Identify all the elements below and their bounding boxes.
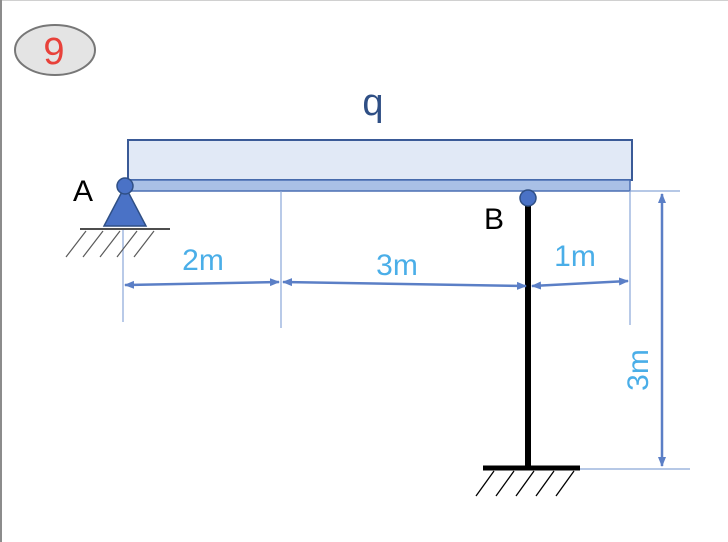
load-label-q: q bbox=[362, 82, 383, 124]
frame-left-border bbox=[0, 0, 2, 542]
support-label-a: A bbox=[73, 175, 93, 208]
frame-top-border bbox=[0, 0, 728, 1]
dim-label-3m-vertical: 3m bbox=[622, 349, 655, 391]
pin-a bbox=[116, 177, 134, 195]
dim-label-2m: 2m bbox=[182, 244, 224, 277]
problem-number: 9 bbox=[43, 31, 64, 73]
support-label-b: B bbox=[484, 203, 504, 236]
dim-arrow-2m bbox=[124, 278, 280, 289]
pin-b bbox=[519, 189, 537, 207]
support-a-triangle bbox=[102, 184, 148, 227]
badge-ellipse bbox=[14, 24, 96, 76]
dimension-arrows bbox=[124, 193, 666, 467]
distributed-load-block bbox=[127, 139, 633, 181]
extension-lines bbox=[122, 190, 690, 470]
support-a-hatch bbox=[65, 230, 155, 258]
problem-badge: 9 bbox=[14, 24, 96, 76]
dim-label-1m: 1m bbox=[554, 240, 596, 273]
dim-arrow-1m bbox=[531, 277, 629, 290]
beam bbox=[127, 179, 631, 192]
dim-label-3m: 3m bbox=[376, 249, 418, 282]
fixed-base-hatch bbox=[475, 470, 575, 497]
dim-arrow-3m bbox=[282, 278, 527, 290]
